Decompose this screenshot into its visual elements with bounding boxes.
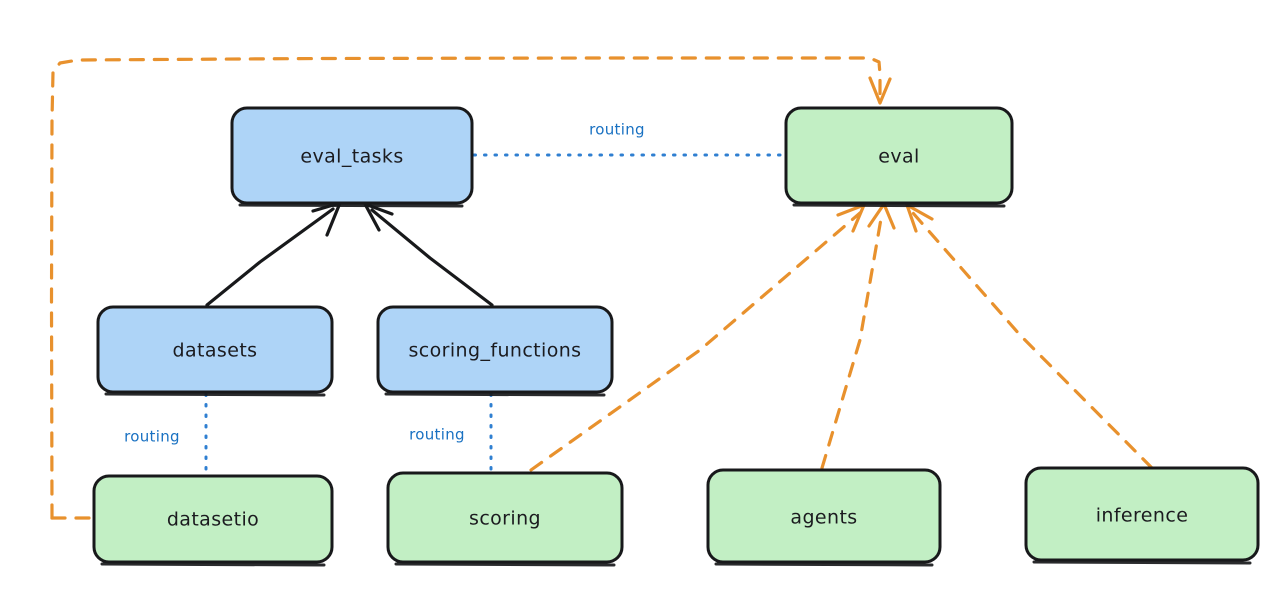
edge-label-routing-left: routing <box>124 428 180 446</box>
node-scoring-functions[interactable]: scoring_functions <box>376 305 614 397</box>
node-label-eval: eval <box>878 146 919 168</box>
node-label-agents: agents <box>790 507 857 529</box>
edge-datasetio-to-eval <box>49 56 892 520</box>
node-label-scoring-functions: scoring_functions <box>409 340 582 362</box>
node-label-scoring: scoring <box>469 508 541 530</box>
node-label-eval-tasks: eval_tasks <box>300 146 403 168</box>
edge-label-routing-top: routing <box>589 121 645 139</box>
edge-label-routing-middle: routing <box>409 426 465 444</box>
node-label-inference: inference <box>1096 505 1189 527</box>
node-agents[interactable]: agents <box>706 468 942 567</box>
node-eval-tasks[interactable]: eval_tasks <box>230 106 474 208</box>
node-eval[interactable]: eval <box>784 106 1014 208</box>
edge-datasets-to-eval-tasks <box>205 201 342 307</box>
node-scoring[interactable]: scoring <box>386 471 624 567</box>
edge-scoring-functions-to-eval-tasks <box>363 202 494 307</box>
node-label-datasetio: datasetio <box>167 509 259 531</box>
edge-inference-to-eval <box>905 203 1154 470</box>
edge-agents-to-eval <box>820 202 896 470</box>
node-datasets[interactable]: datasets <box>96 305 334 397</box>
node-datasetio[interactable]: datasetio <box>92 474 334 567</box>
node-label-datasets: datasets <box>173 340 258 362</box>
node-inference[interactable]: inference <box>1024 466 1260 565</box>
